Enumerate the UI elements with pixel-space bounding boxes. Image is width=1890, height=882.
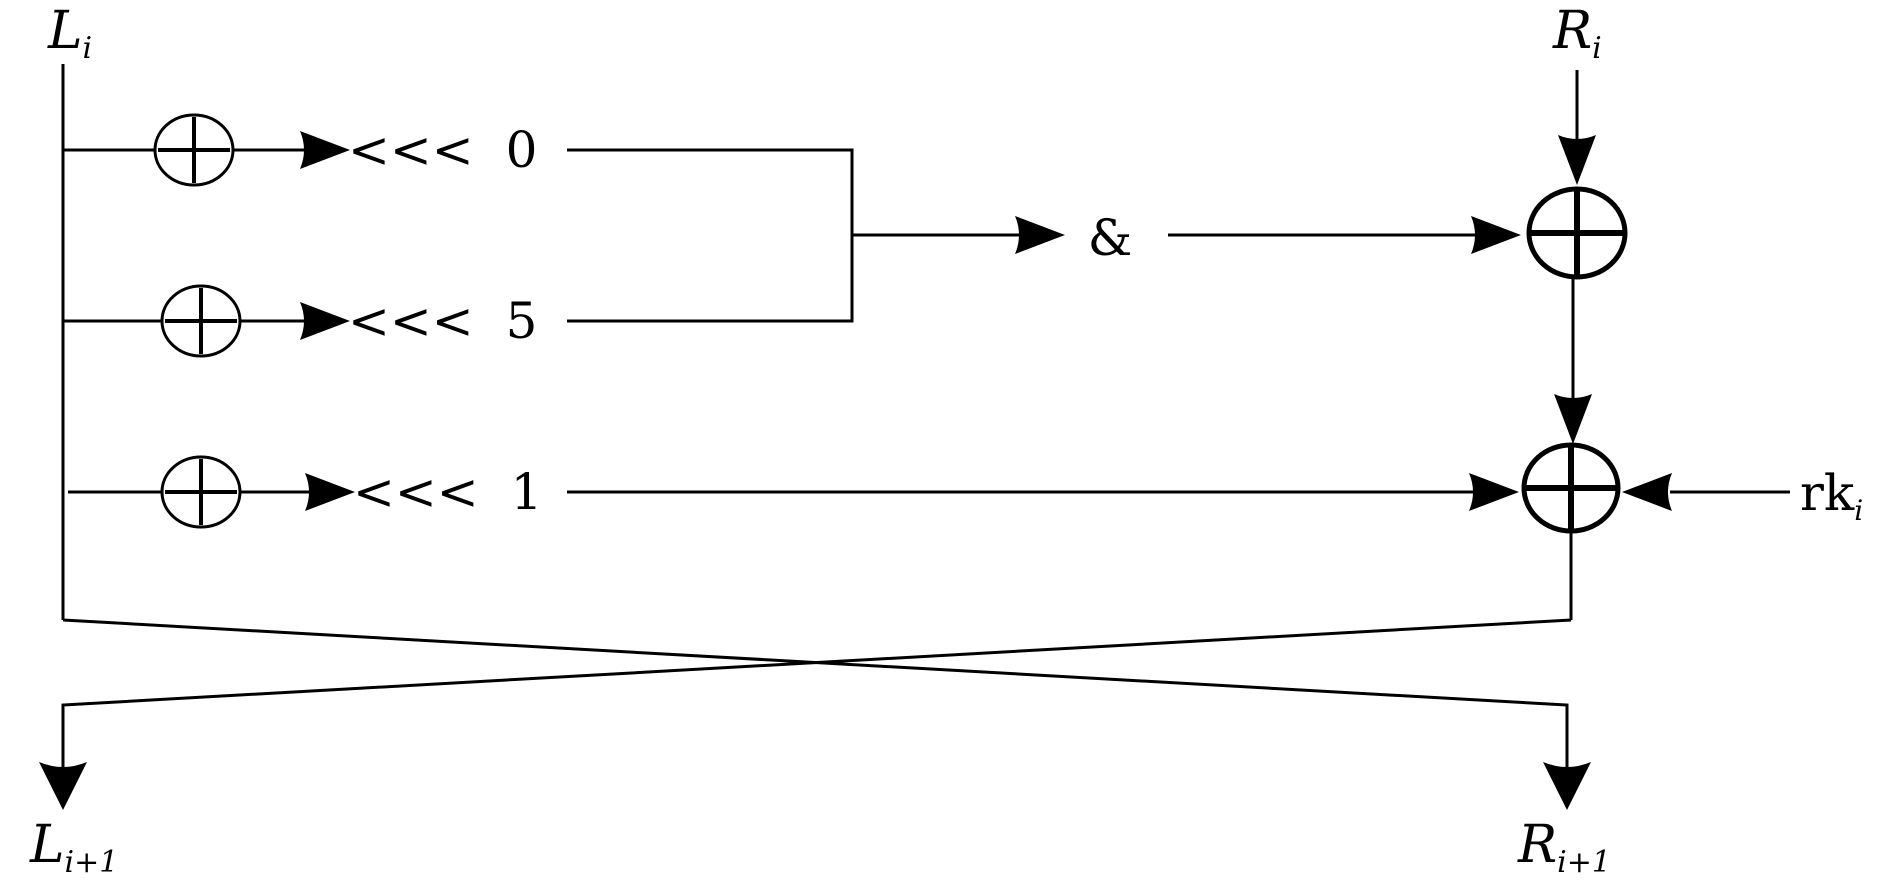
label-main: L <box>47 1 83 61</box>
cross-right-to-left-wire <box>61 618 1572 768</box>
input-left-label: Li <box>47 1 92 66</box>
label-sub: i+1 <box>65 845 119 880</box>
label-main: L <box>29 815 65 875</box>
label-sub: i <box>1854 494 1863 527</box>
xor-gate-row2 <box>160 455 242 529</box>
xor-gate-row1 <box>160 284 242 358</box>
arrowhead-xor-b-top <box>1554 394 1592 444</box>
rotation-amount: 0 <box>506 121 538 179</box>
arrowheads <box>39 131 1672 810</box>
wires <box>61 64 1790 768</box>
rotation-label-0: <<< 0 <box>348 121 537 179</box>
xor-gate-row0 <box>153 113 235 187</box>
and-operator-label: & <box>1088 209 1133 267</box>
rotation-label-1: <<< 1 <box>353 463 542 521</box>
rotation-amount: 5 <box>506 292 538 350</box>
arrowhead-rot2 <box>305 473 355 511</box>
rotation-op: <<< <box>348 121 474 179</box>
rotation-amount: 1 <box>511 463 543 521</box>
output-right-label: Ri+1 <box>1517 815 1611 880</box>
label-main: R <box>1517 815 1557 875</box>
label-sub: i+1 <box>1557 845 1611 880</box>
cross-left-to-right-wire <box>62 618 1569 768</box>
label-main: rk <box>1800 464 1855 522</box>
rotation-op: <<< <box>348 292 474 350</box>
round-key-label: rki <box>1800 464 1863 527</box>
xor-gate-and-merge <box>1526 186 1628 280</box>
rotation-label-5: <<< 5 <box>348 292 537 350</box>
arrowhead-rot1 <box>300 302 350 340</box>
input-right-label: Ri <box>1552 1 1602 66</box>
arrowhead-and <box>1015 216 1065 254</box>
rot0-out-wire <box>567 148 854 323</box>
output-left-label: Li+1 <box>29 815 118 880</box>
label-main: R <box>1552 1 1592 61</box>
arrowhead-xor-b-right <box>1622 473 1672 511</box>
arrowhead-rot0 <box>300 131 350 169</box>
arrowhead-out-right <box>1543 762 1591 810</box>
label-sub: i <box>83 31 93 66</box>
arrowhead-xor-a-top <box>1558 135 1596 185</box>
xor-gate-key-mix <box>1521 442 1621 534</box>
arrowhead-out-left <box>39 762 87 810</box>
arrowhead-xor-b-left <box>1469 473 1519 511</box>
arrowhead-xor-a-left <box>1471 216 1521 254</box>
rotation-op: <<< <box>353 463 479 521</box>
label-sub: i <box>1592 31 1602 66</box>
